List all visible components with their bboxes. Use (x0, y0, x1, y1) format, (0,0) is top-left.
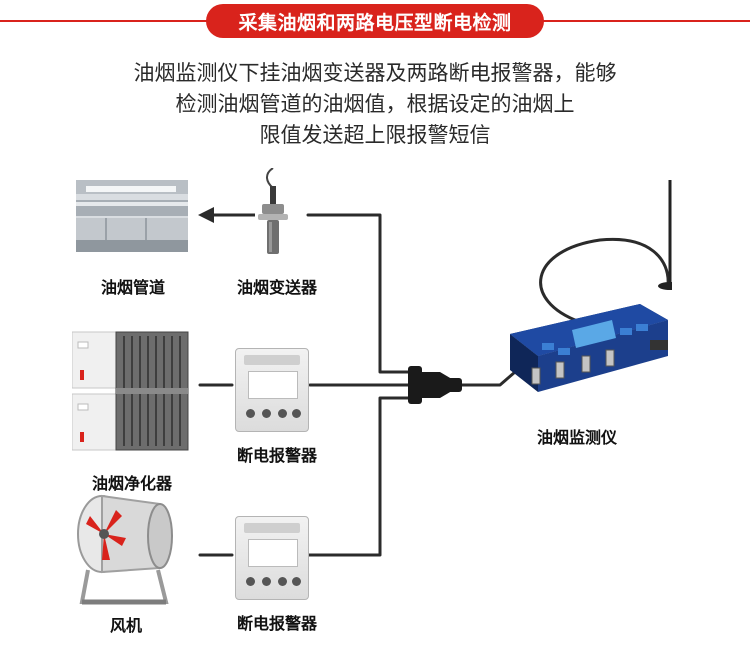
breaker-2-terminal (246, 577, 255, 586)
label-breaker-1: 断电报警器 (236, 446, 317, 465)
transmitter-image (258, 168, 288, 254)
monitor-image (510, 180, 672, 392)
breaker-1-terminal (292, 409, 301, 418)
breaker-2-terminal (262, 577, 271, 586)
wire-transmitter (306, 213, 412, 374)
label-transmitter: 油烟变送器 (236, 278, 317, 297)
arrow-to-duct (198, 207, 255, 223)
breaker-1-top (244, 355, 300, 365)
duct-image (76, 180, 188, 252)
breaker-2-top (244, 523, 300, 533)
breaker-2-terminal (292, 577, 301, 586)
wire-breaker2 (305, 396, 412, 557)
breaker-2-terminal (278, 577, 287, 586)
breaker-1-image (235, 348, 309, 432)
label-purifier: 油烟净化器 (91, 474, 172, 493)
label-monitor: 油烟监测仪 (536, 428, 617, 447)
purifier-image (72, 331, 189, 451)
label-breaker-2: 断电报警器 (236, 614, 317, 633)
label-fan: 风机 (109, 616, 142, 635)
description-line-2: 检测油烟管道的油烟值，根据设定的油烟上 (175, 92, 575, 116)
page-title: 采集油烟和两路电压型断电检测 (206, 4, 544, 38)
description: 油烟监测仪下挂油烟变送器及两路断电报警器，能够 检测油烟管道的油烟值，根据设定的… (60, 58, 690, 151)
wire-trunk (460, 370, 517, 387)
description-line-3: 限值发送超上限报警短信 (259, 123, 491, 147)
label-duct: 油烟管道 (100, 278, 165, 297)
breaker-1-terminal (246, 409, 255, 418)
antenna-cable (539, 237, 670, 324)
fan-image (77, 494, 173, 605)
breaker-1-terminal (278, 409, 287, 418)
splitter-connector (408, 366, 462, 404)
breaker-1-terminal (262, 409, 271, 418)
breaker-1-panel (248, 371, 298, 399)
breaker-2-image (235, 516, 309, 600)
breaker-2-panel (248, 539, 298, 567)
description-line-1: 油烟监测仪下挂油烟变送器及两路断电报警器，能够 (133, 61, 617, 85)
